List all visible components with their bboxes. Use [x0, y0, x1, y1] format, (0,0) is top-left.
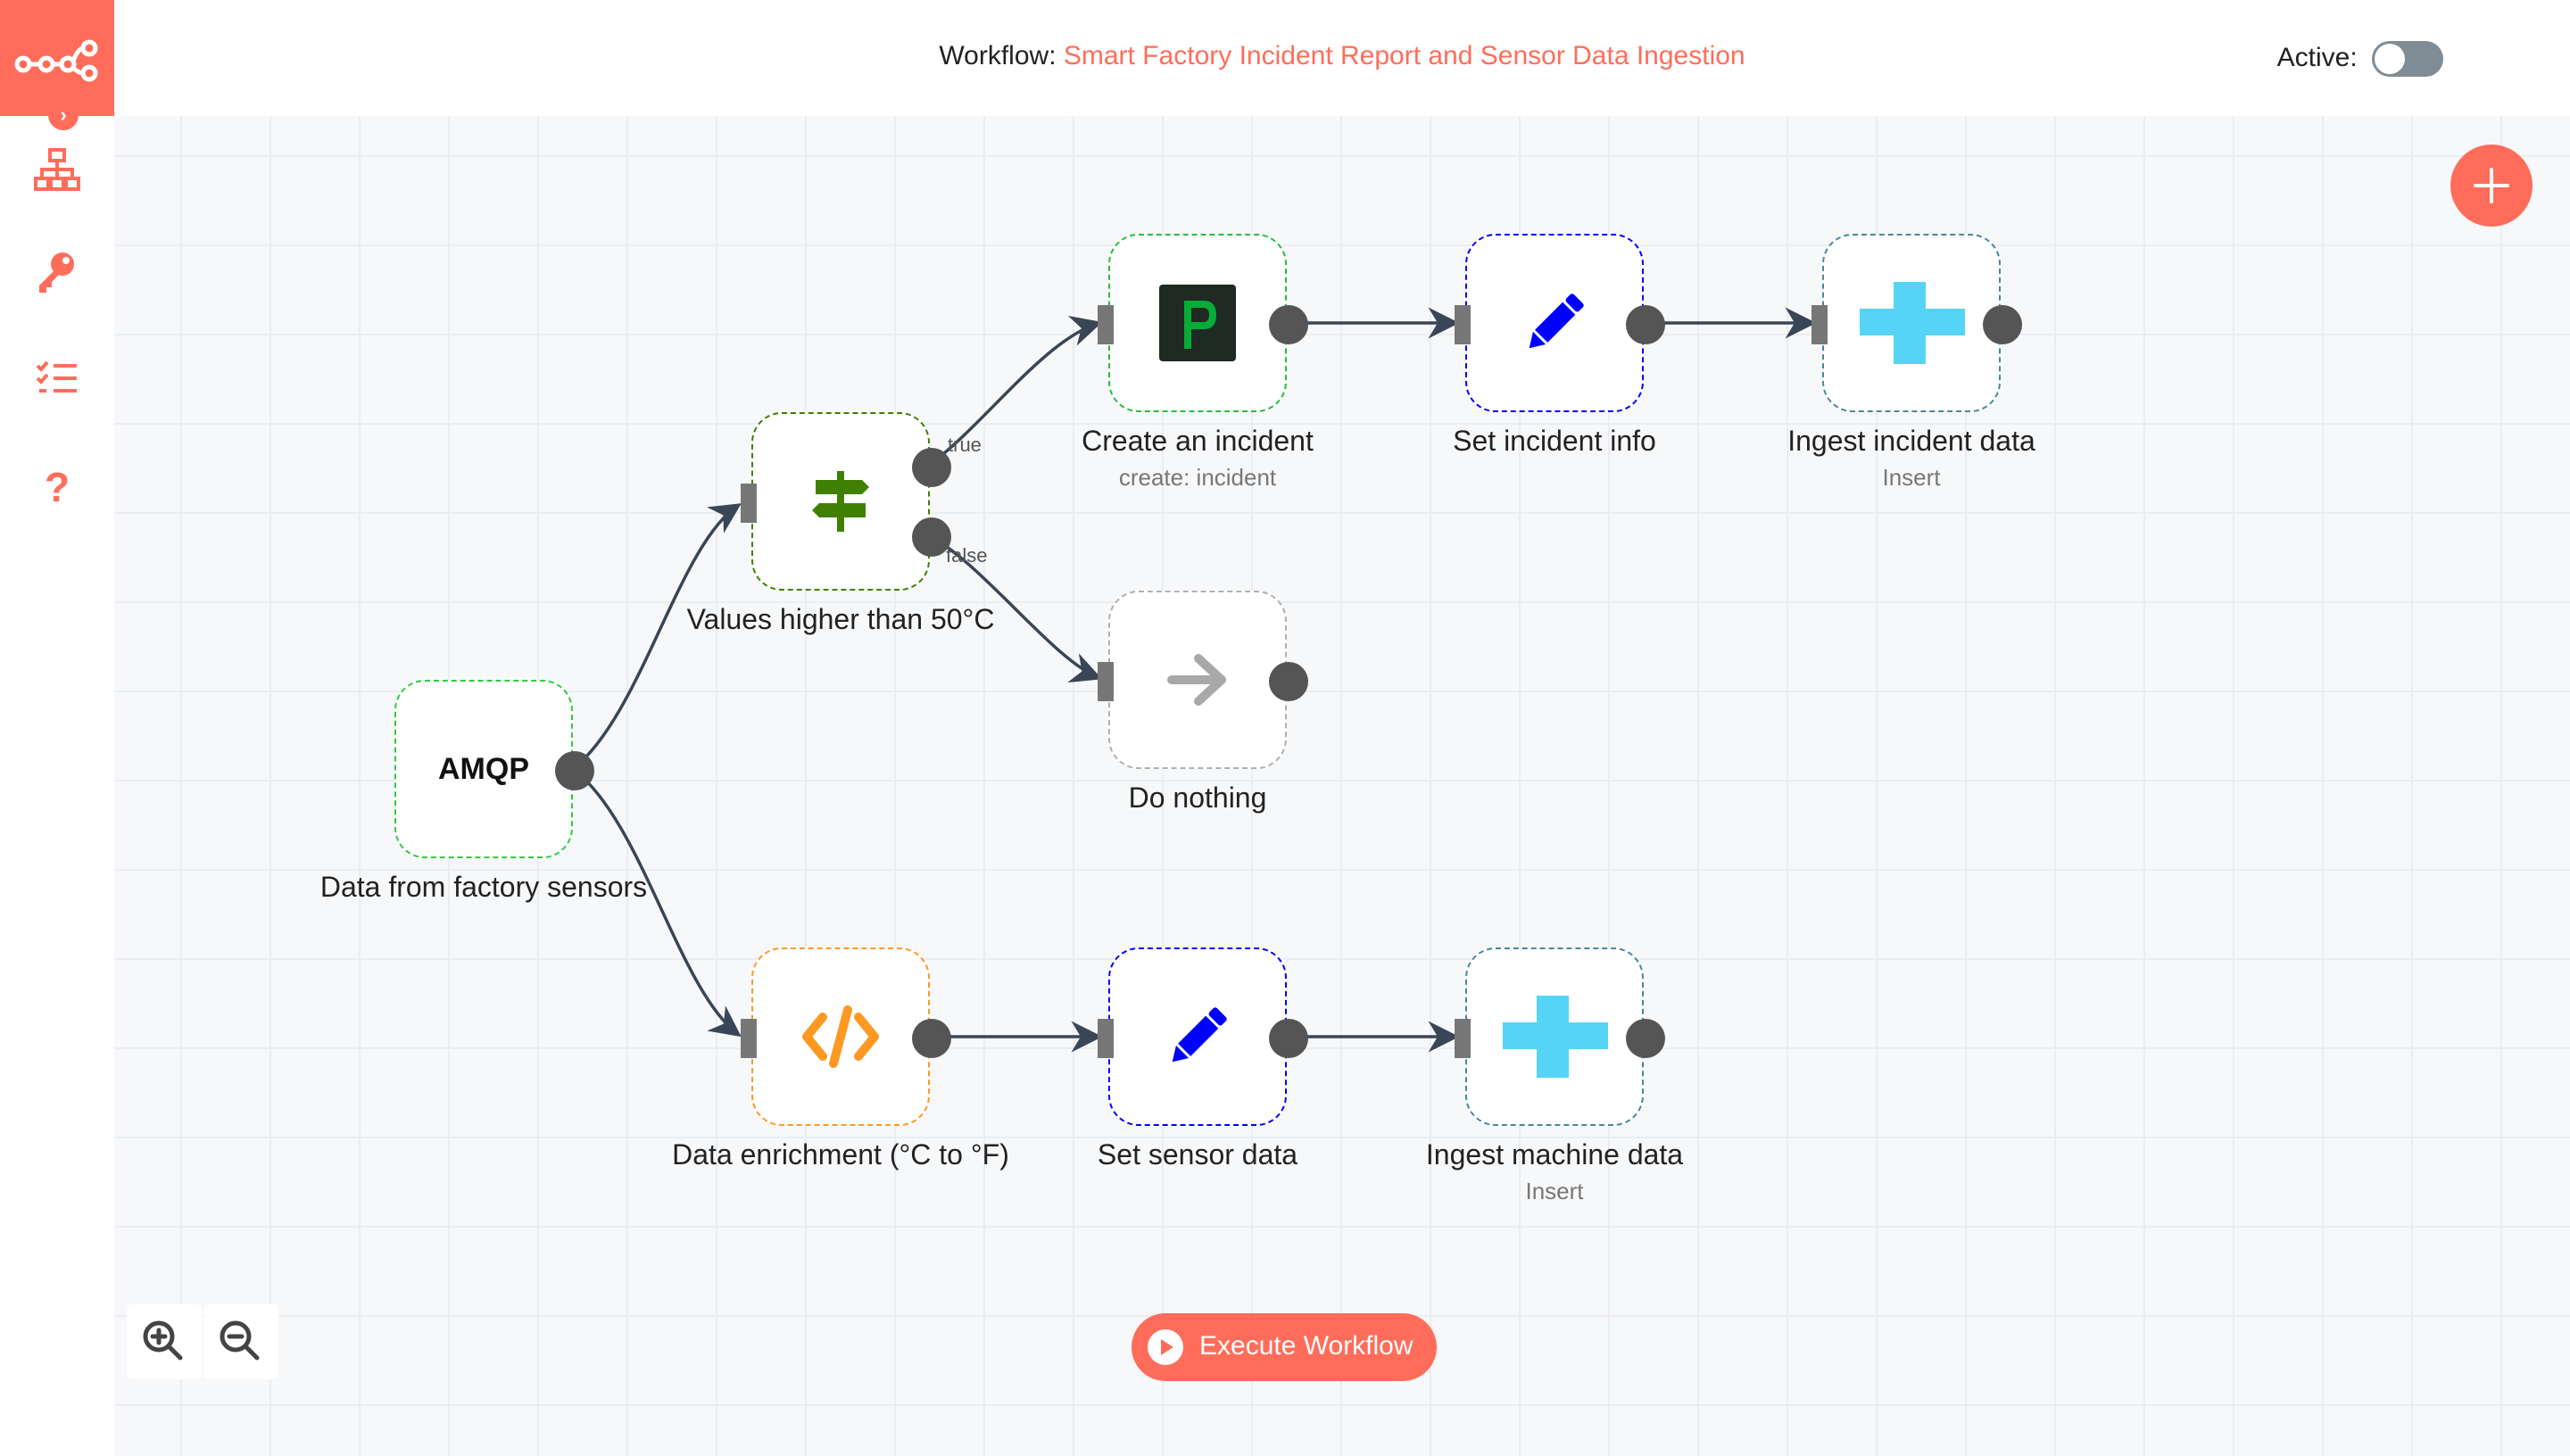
n8n-logo-icon [14, 39, 98, 82]
node-label: Set sensor data [1097, 1138, 1298, 1171]
question-mark-icon[interactable]: ? [32, 460, 82, 510]
node-label: Do nothing [1128, 782, 1267, 814]
output-port[interactable] [555, 751, 594, 790]
node-label: Values higher than 50°C [686, 603, 995, 635]
node-label: Data from factory sensors [319, 871, 648, 903]
node-set-incident[interactable] [1455, 234, 1665, 412]
node-pagerduty[interactable] [1098, 234, 1308, 412]
output-port[interactable] [1269, 662, 1308, 701]
execute-workflow-button[interactable]: Execute Workflow [1132, 1313, 1437, 1381]
edge-if-false-to-noop[interactable] [927, 534, 1103, 682]
node-label: Ingest machine data [1425, 1138, 1684, 1171]
branch-label-true: true [948, 434, 982, 456]
input-port[interactable] [1811, 305, 1828, 344]
output-port[interactable] [1269, 305, 1308, 344]
workflow-title: Workflow: Smart Factory Incident Report … [114, 41, 2570, 71]
output-port-false[interactable] [912, 517, 951, 557]
signpost-icon [753, 414, 928, 589]
edge-amqp-to-function[interactable] [571, 767, 742, 1038]
zoom-in-icon [143, 1320, 183, 1361]
output-port[interactable] [912, 1019, 951, 1058]
input-port[interactable] [1098, 305, 1114, 344]
output-port-true[interactable] [912, 448, 951, 487]
code-icon [753, 949, 928, 1124]
arrow-right-icon [1110, 592, 1285, 767]
node-subtitle: Insert [1525, 1178, 1584, 1204]
input-port[interactable] [1455, 1019, 1471, 1058]
cratedb-plus-icon [1824, 236, 1999, 410]
header: Workflow: Smart Factory Incident Report … [114, 0, 2570, 116]
node-crate-incident[interactable] [1811, 234, 2022, 412]
amqp-logo-icon: AMQP [438, 751, 529, 786]
node-function[interactable] [741, 947, 951, 1126]
output-port[interactable] [1983, 305, 2022, 344]
cratedb-plus-icon [1467, 949, 1642, 1124]
play-icon [1148, 1329, 1183, 1365]
n8n-logo[interactable] [0, 0, 114, 116]
edge-if-true-to-pagerduty[interactable] [926, 316, 1103, 467]
output-port[interactable] [1626, 1019, 1665, 1058]
edge-amqp-to-if[interactable] [571, 503, 742, 771]
plus-icon [2474, 168, 2509, 203]
toggle-knob [2375, 44, 2405, 74]
pagerduty-icon [1110, 236, 1285, 410]
execute-workflow-label: Execute Workflow [1199, 1331, 1414, 1361]
input-port[interactable] [1098, 662, 1114, 701]
zoom-out-button[interactable] [203, 1304, 278, 1379]
active-control: Active: [2277, 41, 2443, 77]
workflow-prefix: Workflow: [939, 41, 1057, 70]
active-label: Active: [2276, 42, 2358, 72]
pen-icon [1467, 236, 1642, 410]
svg-text:?: ? [45, 464, 70, 510]
workflow-name[interactable]: Smart Factory Incident Report and Sensor… [1063, 41, 1745, 70]
node-label: Ingest incident data [1787, 425, 2035, 457]
node-set-sensor[interactable] [1098, 947, 1308, 1126]
node-subtitle: Insert [1882, 464, 1941, 491]
expand-chevron-icon[interactable]: › [48, 100, 79, 130]
node-label: Data enrichment (°C to °F) [672, 1138, 1009, 1171]
input-port[interactable] [741, 1019, 757, 1058]
node-subtitle: create: incident [1118, 464, 1277, 491]
key-icon[interactable] [32, 246, 82, 296]
pen-icon [1110, 949, 1285, 1124]
node-amqp-trigger[interactable]: AMQP [394, 680, 594, 858]
output-port[interactable] [1269, 1019, 1308, 1058]
active-toggle[interactable] [2372, 41, 2443, 77]
zoom-in-button[interactable] [127, 1304, 202, 1379]
node-label: Set incident info [1453, 425, 1656, 457]
node-if[interactable] [741, 412, 951, 591]
checklist-icon[interactable] [32, 353, 82, 403]
workflows-network-icon[interactable] [32, 145, 82, 194]
zoom-out-icon [220, 1320, 260, 1361]
node-crate-machine[interactable] [1455, 947, 1665, 1126]
sidebar: › ? [0, 0, 114, 1456]
output-port[interactable] [1626, 305, 1665, 344]
node-label: Create an incident [1082, 425, 1314, 457]
input-port[interactable] [741, 484, 757, 523]
branch-label-false: false [946, 544, 988, 567]
node-noop[interactable] [1098, 591, 1308, 769]
input-port[interactable] [1098, 1019, 1114, 1058]
input-port[interactable] [1455, 305, 1471, 344]
add-node-button[interactable] [2450, 145, 2533, 227]
